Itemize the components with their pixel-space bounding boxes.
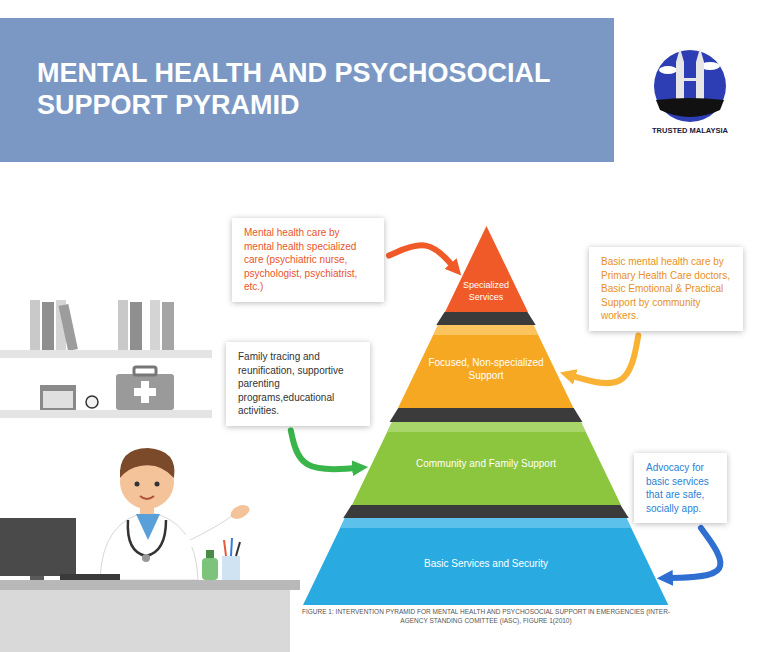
shelves <box>0 300 212 418</box>
tier-fill <box>398 325 573 408</box>
curved-arrow <box>670 528 721 578</box>
tier-fill <box>445 226 528 312</box>
curved-arrow <box>572 336 638 384</box>
tier-label: Community and Family Support <box>386 457 586 470</box>
tier-gap <box>436 312 535 325</box>
doctor-figure <box>0 448 300 652</box>
tier-gap <box>390 408 583 422</box>
curved-arrow <box>389 245 453 266</box>
pyramid-tier: Community and Family Support <box>352 422 621 505</box>
tier-band <box>387 422 586 432</box>
callout-text: Basic mental health care by Primary Heal… <box>601 255 731 323</box>
callout-box: Advocacy for basic services that are saf… <box>634 453 727 523</box>
tier-fill <box>303 518 668 605</box>
tier-band <box>340 518 631 528</box>
logo <box>654 48 726 122</box>
tier-band <box>433 325 538 335</box>
pyramid-tier: Specialized Services <box>445 226 528 312</box>
figure-caption: FIGURE 1: INTERVENTION PYRAMID FOR MENTA… <box>296 607 676 626</box>
tier-label: Focused, Non-specialized Support <box>422 356 550 382</box>
page-title: MENTAL HEALTH AND PSYCHOSOCIAL SUPPORT P… <box>37 57 609 122</box>
pyramid-tier: Basic Services and Security <box>303 518 668 605</box>
tier-label: Specialized Services <box>455 280 517 303</box>
tier-fill <box>352 422 621 505</box>
tier-gaps <box>343 312 628 518</box>
callout-text: Mental health care by mental health spec… <box>244 226 372 294</box>
callout-box: Basic mental health care by Primary Heal… <box>589 247 743 331</box>
tier-gap <box>343 505 628 518</box>
callout-box: Mental health care by mental health spec… <box>232 218 384 302</box>
curved-arrow <box>291 431 356 470</box>
pyramid-tier: Focused, Non-specialized Support <box>398 325 573 408</box>
callout-text: Family tracing and reunification, suppor… <box>238 350 358 418</box>
callout-text: Advocacy for basic services that are saf… <box>646 461 715 515</box>
header-band <box>0 18 614 162</box>
callout-box: Family tracing and reunification, suppor… <box>226 342 370 426</box>
tier-label: Basic Services and Security <box>356 557 616 570</box>
logo-text: TRUSTED MALAYSIA <box>636 126 744 135</box>
